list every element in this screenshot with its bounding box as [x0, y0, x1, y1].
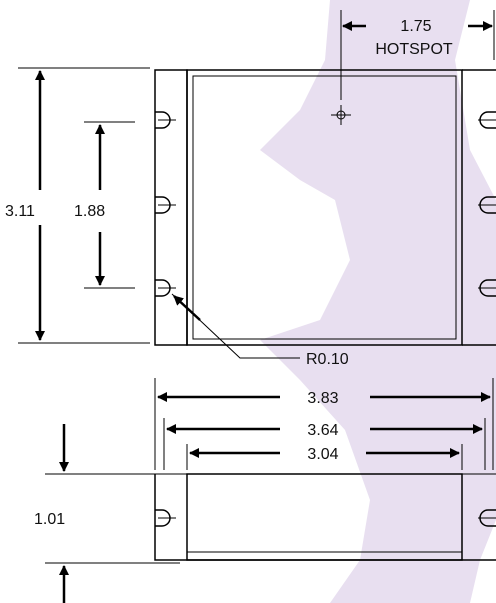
background-silhouette: [260, 0, 496, 603]
hole-spacing-dimension: 1.88: [74, 121, 135, 289]
mounting-slots-right: [478, 111, 496, 297]
side-height-label: 1.01: [34, 511, 65, 528]
width-outer-label: 3.83: [307, 390, 338, 407]
height-dimension: 3.11: [5, 67, 150, 344]
radius-callout: R0.10: [171, 293, 349, 368]
hotspot-label: HOTSPOT: [375, 41, 453, 58]
side-view: [154, 473, 496, 561]
hotspot-offset-label: 1.75: [400, 18, 431, 35]
crosshair-icon: [331, 105, 351, 125]
side-height-dimension: 1.01: [34, 424, 180, 603]
hotspot-dimension: 1.75 HOTSPOT: [340, 10, 495, 100]
width-mid-label: 3.64: [307, 422, 338, 439]
mounting-slots-left: [155, 111, 176, 297]
width-inner-label: 3.04: [307, 446, 338, 463]
top-view: [154, 69, 496, 346]
hole-spacing-label: 1.88: [74, 203, 105, 220]
width-dimensions: 3.83 3.64 3.04: [154, 378, 494, 470]
radius-label: R0.10: [306, 351, 349, 368]
height-label: 3.11: [5, 203, 35, 220]
